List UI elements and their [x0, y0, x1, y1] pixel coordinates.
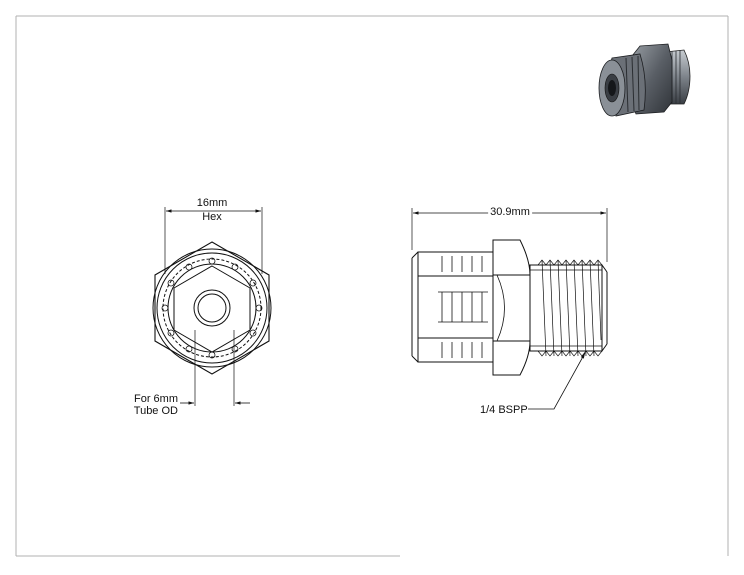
- sheet-frame: [15, 15, 729, 557]
- cap-grooves: [438, 256, 488, 358]
- thread-flanks: [537, 259, 603, 357]
- hex-dimension-caption: Hex: [202, 211, 222, 223]
- side-view: [411, 208, 608, 410]
- tube-note-line2: Tube OD: [133, 405, 178, 417]
- tube-note-line1: For 6mm: [134, 393, 178, 405]
- thread-callout: 1/4 BSPP: [480, 404, 528, 416]
- length-dimension: 30.9mm: [488, 206, 532, 218]
- front-view: [152, 207, 272, 406]
- iso-fitting-thumbnail-icon: [598, 43, 691, 117]
- knurl-scallops: [161, 257, 263, 359]
- hex-dimension-value: 16mm: [196, 197, 228, 209]
